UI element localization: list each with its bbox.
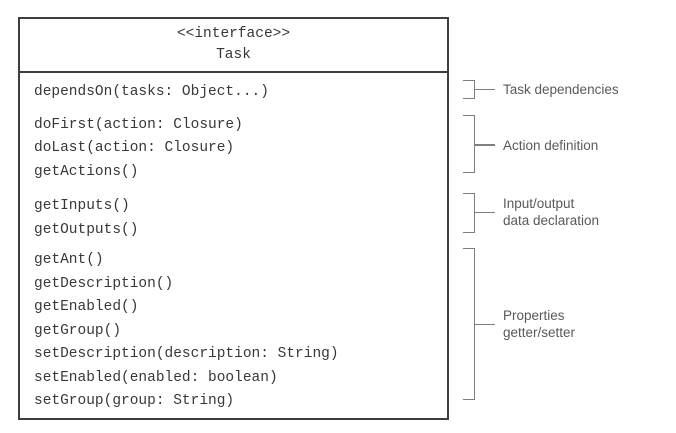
method-group-input-output: getInputs() getOutputs() (34, 195, 447, 242)
method-line: doLast(action: Closure) (34, 140, 235, 156)
annotation-line: data declaration (503, 213, 600, 228)
method-line: dependsOn(tasks: Object...) (34, 84, 269, 100)
annotation-label-task-dependencies: Task dependencies (503, 81, 619, 98)
method-line: getInputs() (34, 198, 130, 214)
uml-interface-box: <<interface>> Task dependsOn(tasks: Obje… (18, 17, 449, 420)
interface-name: Task (216, 47, 251, 63)
group-bracket-properties (463, 247, 475, 400)
annotation-line: Task dependencies (503, 82, 619, 97)
method-line: getOutputs() (34, 221, 139, 238)
interface-stereotype: <<interface>> (176, 26, 291, 42)
group-bracket-input-output (463, 192, 475, 233)
method-group-action-definition: doFirst(action: Closure) doLast(action: … (34, 114, 447, 185)
method-list: dependsOn(tasks: Object...) doFirst(acti… (20, 73, 447, 414)
method-line: getAnt() (34, 252, 104, 268)
method-line: getEnabled() (34, 299, 139, 315)
bracket-tick (475, 323, 495, 325)
annotation-line: Action definition (503, 137, 599, 153)
bracket-tick (475, 144, 495, 146)
annotation-label-input-output: Input/output data declaration (503, 195, 599, 229)
bracket-tick (475, 211, 495, 213)
annotation-label-action-definition: Action definition (503, 137, 598, 154)
group-bracket-action-definition (463, 114, 475, 173)
annotation-label-properties: Properties getter/setter (503, 307, 575, 341)
annotation-line: Properties (503, 308, 565, 323)
annotation-line: Input/output (503, 196, 575, 211)
method-group-properties: getAnt() getDescription() getEnabled() g… (34, 249, 447, 414)
method-line: setDescription(description: String) (34, 346, 339, 362)
method-line: getActions() (34, 163, 139, 180)
method-line: doFirst(action: Closure) (34, 116, 243, 133)
method-group-task-dependencies: dependsOn(tasks: Object...) (34, 81, 447, 105)
bracket-tick (475, 88, 495, 90)
uml-header: <<interface>> Task (20, 19, 447, 73)
group-bracket-task-dependencies (463, 80, 475, 99)
method-line: setEnabled(enabled: boolean) (34, 369, 278, 386)
method-line: setGroup(group: String) (34, 393, 235, 409)
method-line: getDescription() (34, 275, 174, 292)
annotation-line: getter/setter (503, 325, 576, 340)
method-line: getGroup() (34, 322, 122, 339)
